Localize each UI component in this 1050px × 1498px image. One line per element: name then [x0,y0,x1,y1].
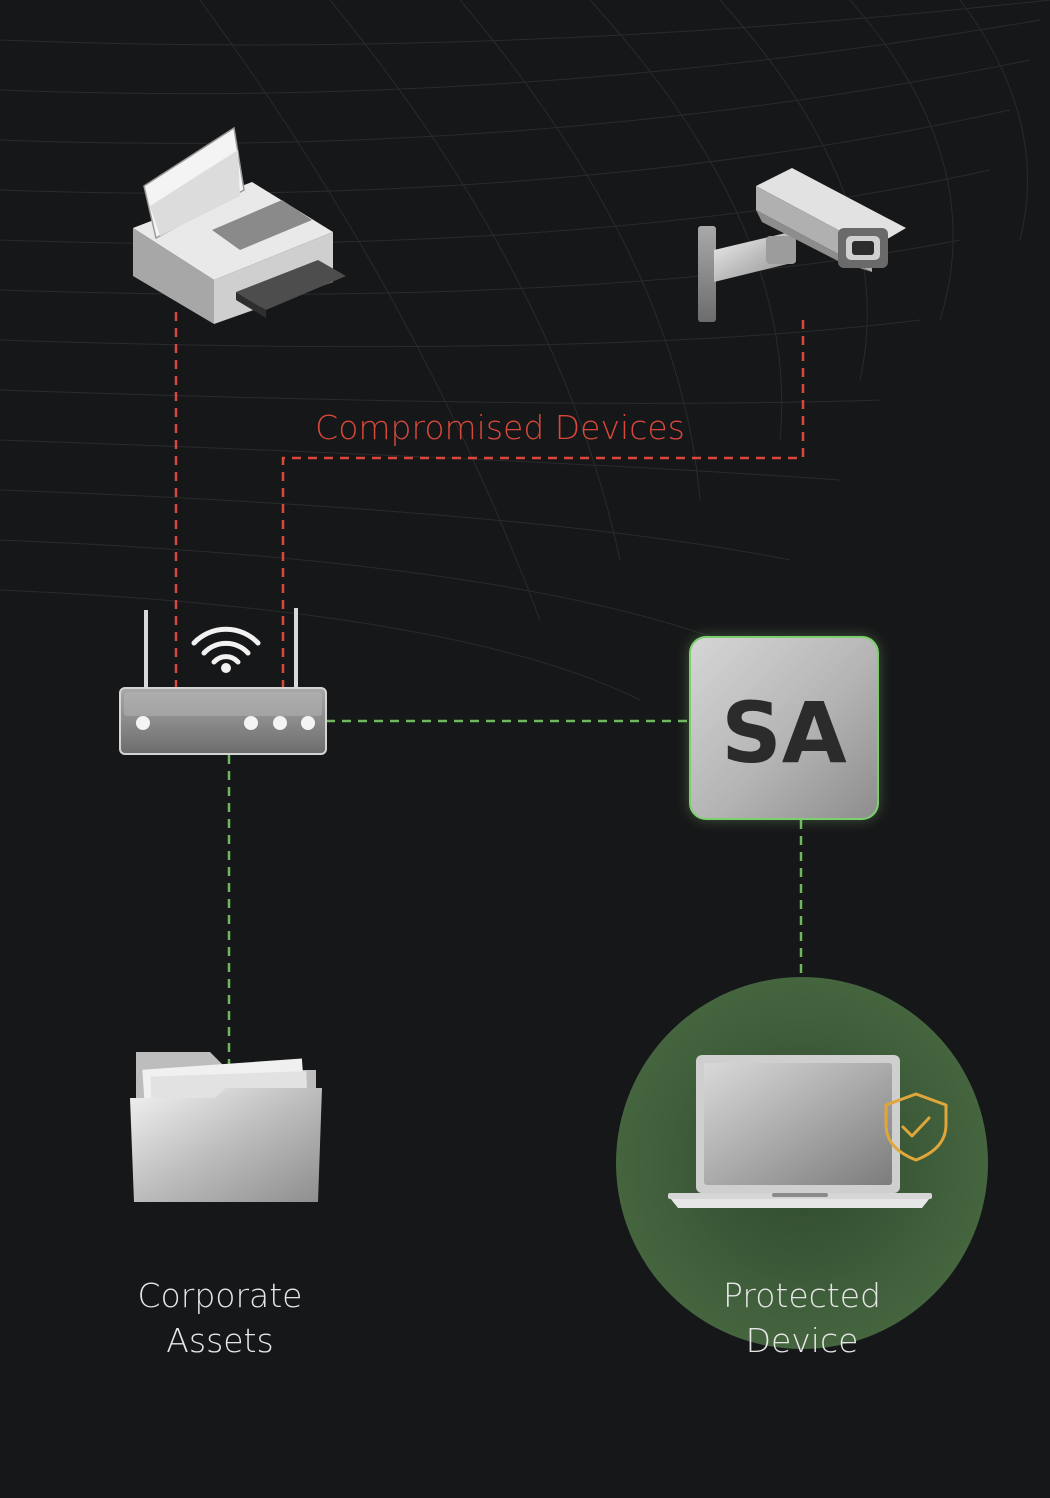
laptop-icon [668,1055,932,1208]
security-camera-icon [698,168,906,322]
compromised-devices-label: Compromised Devices [315,408,685,447]
printer-icon [133,126,346,324]
wifi-signal-icon [191,626,261,665]
sa-label: SA [721,684,847,782]
protected-device-label: Protected Device [723,1276,881,1360]
camera-router-link [281,320,805,690]
shield-check-icon [884,1092,948,1162]
sa-appliance: SA [689,636,879,820]
background-mesh [0,0,1050,701]
corporate-assets-label: Corporate Assets [137,1276,303,1360]
wifi-router-icon [119,608,327,755]
compromised-links [174,312,805,690]
folder-icon [130,1052,322,1202]
protected-links [227,719,803,1070]
